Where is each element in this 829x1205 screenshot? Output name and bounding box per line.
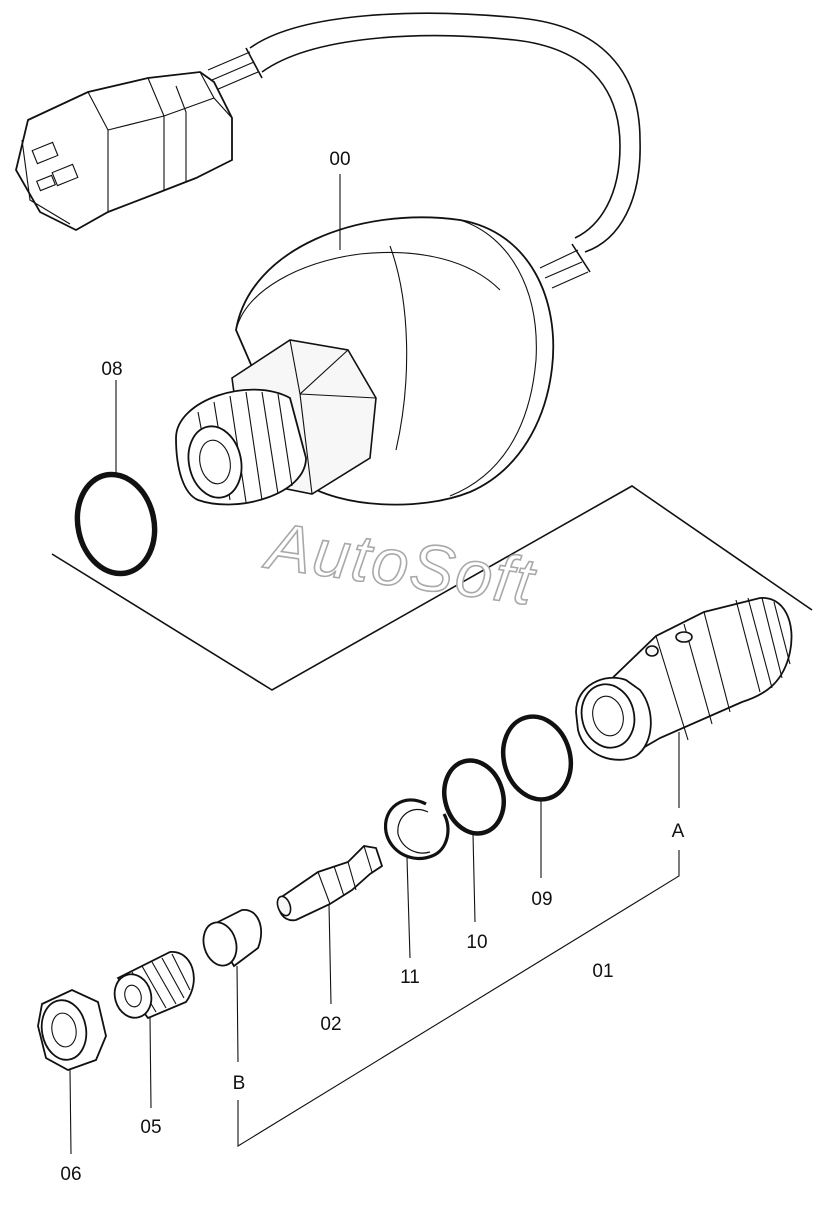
callout-01: 01 [592,961,613,982]
wire-harness [207,12,641,289]
callout-B: B [233,1073,246,1094]
leader-lines [69,174,680,1155]
lock-nut-06 [37,989,107,1071]
callout-09: 09 [531,889,552,910]
valve-body-A [575,597,793,761]
pressure-sensor-body [175,216,555,506]
callout-10: 10 [466,932,487,953]
spool-02 [276,845,384,922]
callout-06: 06 [60,1164,81,1185]
electrical-connector [15,71,233,232]
callout-A: A [672,821,685,842]
adjusting-screw-05 [113,951,195,1020]
callout-08: 08 [101,359,122,380]
watermark: AutoSoft [259,508,540,619]
callout-00: 00 [329,149,350,170]
o-ring-09 [500,714,574,802]
callout-11: 11 [400,967,420,988]
o-ring-08 [74,471,158,577]
o-ring-10 [442,758,506,836]
snap-ring-11 [383,798,450,861]
callout-02: 02 [320,1014,341,1035]
callout-05: 05 [140,1117,161,1138]
sleeve-B [202,909,263,968]
assembly-boundary-frame [51,485,813,691]
